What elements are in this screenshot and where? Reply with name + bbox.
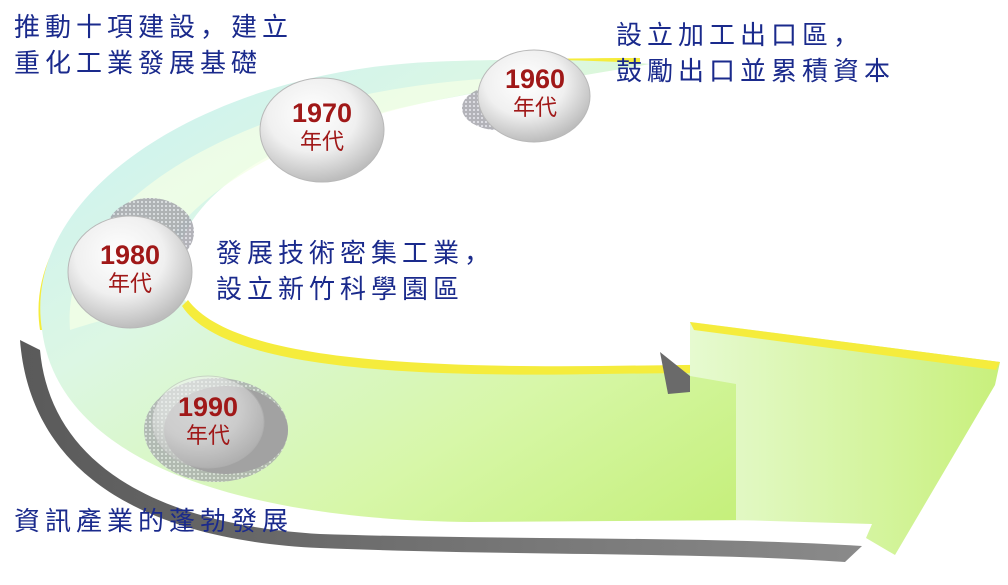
arrow-head-rim: [690, 322, 1000, 370]
caption-line: 設立加工出口區，: [616, 21, 865, 51]
milestone-node-1990: 1990 年代: [160, 392, 256, 452]
node-decade-suffix: 年代: [107, 272, 152, 297]
arrow-inner-rim: [182, 300, 760, 375]
caption-line: 資訊產業的蓬勃發展: [14, 507, 294, 537]
node-decade-suffix: 年代: [299, 130, 344, 155]
milestone-node-1960: 1960 年代: [487, 64, 583, 124]
node-ball-1970: [259, 77, 385, 183]
caption-1960: 設立加工出口區， 鼓勵出口並累積資本: [616, 18, 895, 90]
arrow-head: [690, 322, 1000, 555]
milestone-node-1980: 1980 年代: [82, 240, 178, 300]
caption-1980: 發展技術密集工業， 設立新竹科學園區: [216, 236, 495, 308]
node-decade-suffix: 年代: [512, 96, 557, 121]
milestone-node-1970: 1970 年代: [274, 98, 370, 158]
node-year: 1980: [99, 240, 161, 270]
caption-line: 重化工業發展基礎: [14, 49, 263, 79]
caption-line: 發展技術密集工業，: [216, 239, 496, 269]
caption-1970: 推動十項建設，建立 重化工業發展基礎: [14, 10, 293, 82]
node-ball-1960: [477, 49, 591, 143]
caption-line: 設立新竹科學園區: [216, 275, 465, 305]
caption-line: 鼓勵出口並累積資本: [616, 57, 896, 87]
arrow-head-shadow: [660, 352, 690, 394]
node-year: 1970: [291, 98, 353, 128]
caption-line: 推動十項建設，建立: [14, 13, 294, 43]
node-decade-suffix: 年代: [185, 424, 230, 449]
node-year: 1990: [177, 392, 239, 422]
node-year: 1960: [504, 64, 566, 94]
caption-1990: 資訊產業的蓬勃發展: [14, 504, 293, 540]
node-ball-1990: [151, 375, 265, 469]
node-ball-1980: [67, 215, 193, 329]
